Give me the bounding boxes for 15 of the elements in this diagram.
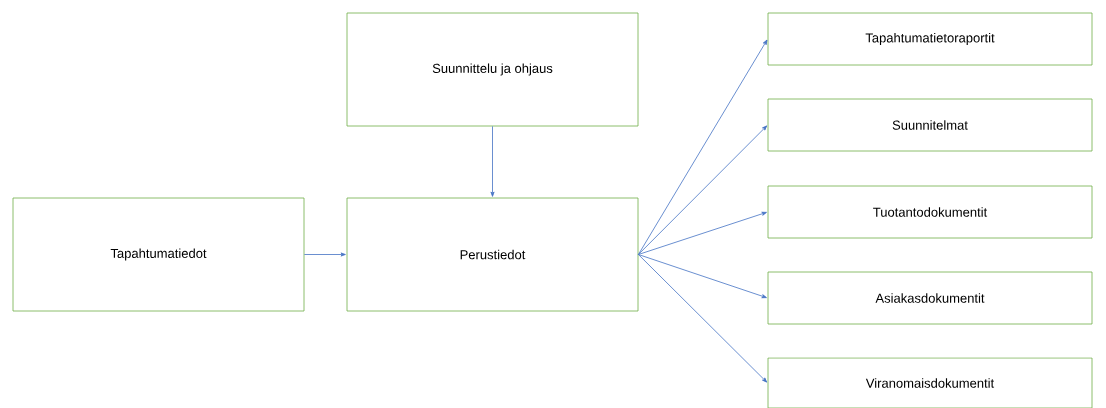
process-box: Perustiedot: [346, 197, 639, 312]
arrow: [638, 125, 768, 255]
arrow: [638, 211, 767, 255]
process-box: Asiakasdokumentit: [767, 271, 1093, 325]
process-box: Tapahtumatiedot: [12, 197, 305, 312]
process-box: Suunnitelmat: [767, 98, 1093, 152]
arrow: [638, 254, 767, 299]
arrow: [304, 252, 346, 257]
arrow: [638, 254, 768, 383]
process-box: Viranomaisdokumentit: [767, 357, 1093, 408]
process-box: Suunnittelu ja ohjaus: [346, 12, 639, 127]
process-box: Tuotantodokumentit: [767, 185, 1093, 239]
process-box: Tapahtumatietoraportit: [767, 12, 1093, 66]
arrow: [638, 39, 768, 255]
arrow: [490, 126, 495, 197]
